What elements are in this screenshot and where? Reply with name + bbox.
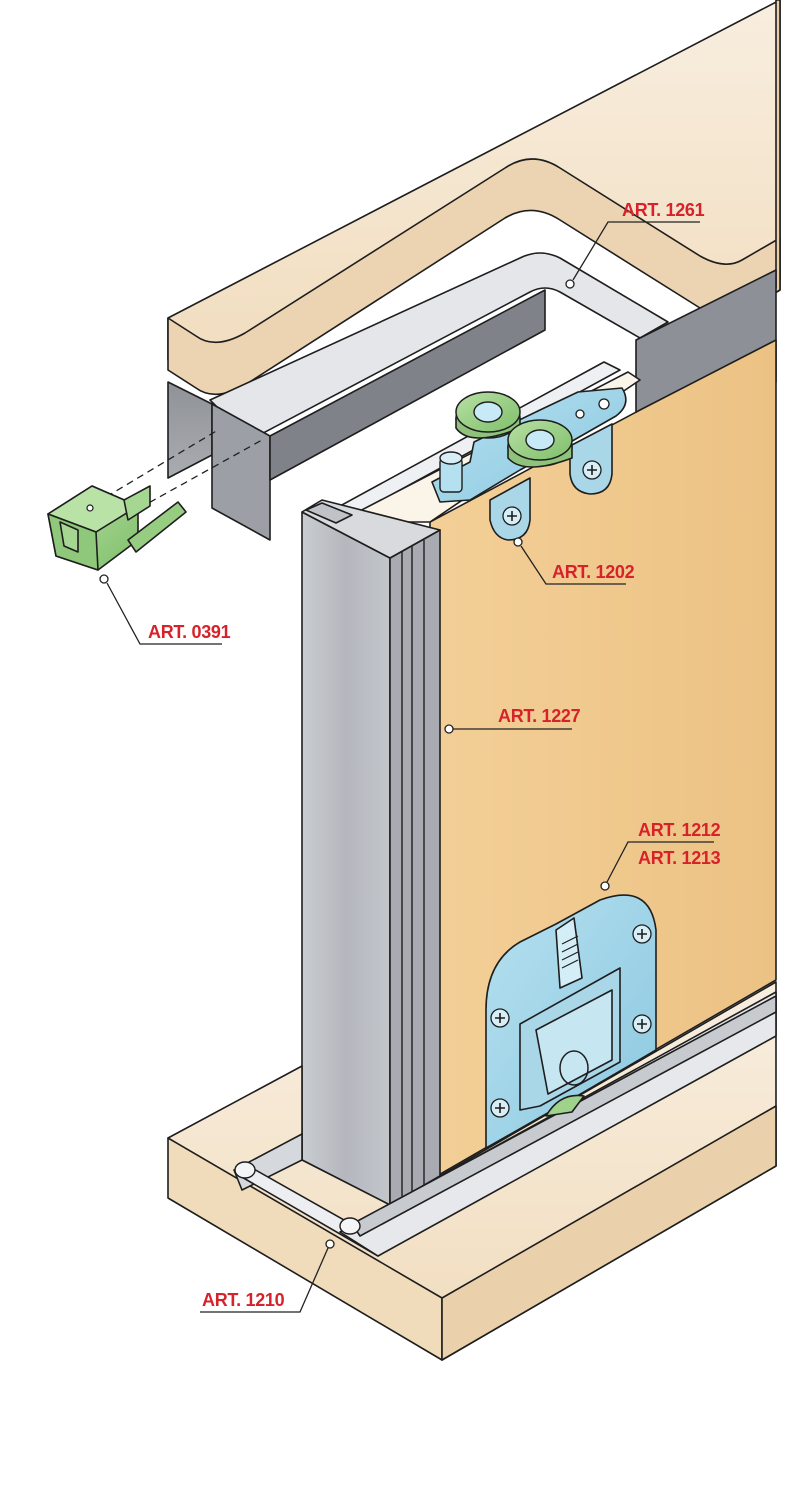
callout-art-1202: ART. 1202 — [513, 537, 635, 585]
callout-art-1227: ART. 1227 — [444, 706, 581, 734]
top-hanger — [431, 387, 627, 541]
label-art-1212: ART. 1212 — [638, 820, 721, 840]
label-art-1227: ART. 1227 — [498, 706, 581, 726]
callout-art-1210: ART. 1210 — [200, 1239, 335, 1313]
label-art-1213: ART. 1213 — [638, 848, 721, 868]
label-art-1202: ART. 1202 — [552, 562, 635, 582]
bottom-roller-plate — [485, 894, 657, 1149]
label-art-1261: ART. 1261 — [622, 200, 705, 220]
screw-icon — [490, 924, 652, 1118]
label-art-0391: ART. 0391 — [148, 622, 231, 642]
vertical-profile — [301, 499, 441, 1206]
callout-art-0391: ART. 0391 — [99, 574, 231, 645]
end-clip — [47, 485, 187, 571]
label-art-1210: ART. 1210 — [202, 1290, 285, 1310]
wheel-icon — [455, 391, 573, 468]
callout-art-1212-1213: ART. 1212 ART. 1213 — [600, 820, 721, 891]
bottom-track — [233, 991, 777, 1257]
top-track — [95, 252, 777, 541]
callout-art-1261: ART. 1261 — [565, 200, 705, 289]
